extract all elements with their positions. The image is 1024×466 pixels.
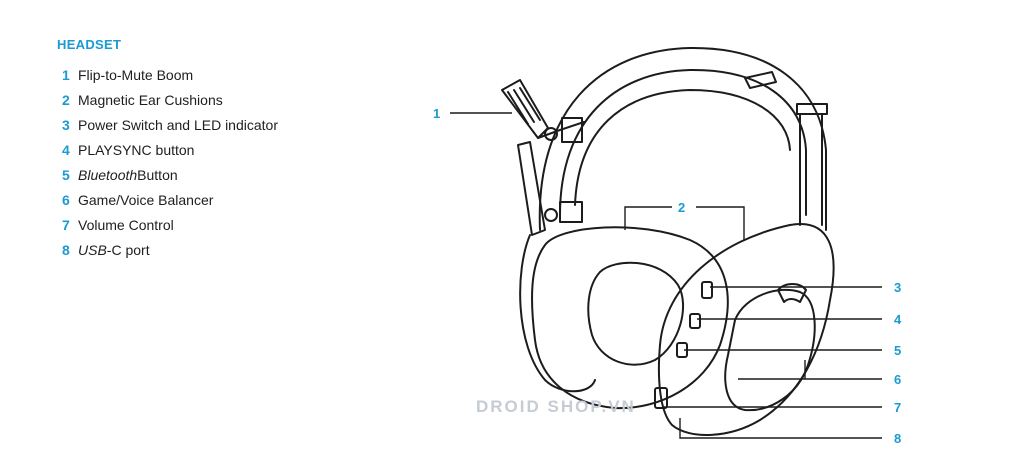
boom-pivot — [561, 117, 583, 143]
boom-mic-grille — [519, 87, 541, 121]
left-hinge-block — [559, 201, 583, 223]
right-slider-cap — [796, 103, 828, 115]
leader-8 — [679, 418, 882, 439]
legend-label: Button — [137, 166, 178, 183]
watermark: DROID SHOP.VN — [476, 397, 636, 416]
legend-number: 2 — [62, 91, 70, 108]
callout-numbers: 1 2 3 4 5 6 7 8 — [433, 106, 902, 446]
legend-item: 1 Flip-to-Mute Boom — [62, 62, 278, 87]
leader-2a — [624, 206, 672, 230]
legend-label: PLAYSYNC button — [78, 141, 195, 158]
boom-mic-grille — [507, 91, 529, 125]
headband-inner — [559, 68, 807, 216]
legend-number: 4 — [62, 141, 70, 158]
left-cushion-opening — [587, 261, 685, 366]
legend-item: 6 Game/Voice Balancer — [62, 187, 278, 212]
callout-leaders — [450, 112, 882, 439]
legend-label-italic: USB — [78, 241, 107, 258]
left-cup-back — [519, 234, 596, 393]
legend-number: 6 — [62, 191, 70, 208]
legend-label: Volume Control — [78, 216, 174, 233]
callout-4: 4 — [894, 312, 902, 327]
callout-5: 5 — [894, 343, 901, 358]
callout-3: 3 — [894, 280, 901, 295]
legend-item: 5 Bluetooth Button — [62, 162, 278, 187]
callout-7: 7 — [894, 400, 901, 415]
legend-number: 8 — [62, 241, 70, 258]
legend-item: 4 PLAYSYNC button — [62, 137, 278, 162]
right-ear-cup — [657, 223, 835, 436]
legend-number: 5 — [62, 166, 70, 183]
callout-2: 2 — [678, 200, 685, 215]
legend-item: 2 Magnetic Ear Cushions — [62, 87, 278, 112]
legend-label: Game/Voice Balancer — [78, 191, 214, 208]
callout-8: 8 — [894, 431, 901, 446]
left-ear-cushion — [531, 226, 729, 410]
legend-label-italic: Bluetooth — [78, 166, 138, 183]
headset-illustration — [501, 46, 835, 436]
boom-hinge — [544, 127, 558, 141]
legend-label: Flip-to-Mute Boom — [78, 66, 194, 83]
parts-legend: 1 Flip-to-Mute Boom 2 Magnetic Ear Cushion… — [62, 62, 278, 262]
legend-label: Power Switch and LED indicator — [78, 116, 278, 133]
legend-item: 7 Volume Control — [62, 212, 278, 237]
leader-2b — [696, 206, 745, 240]
legend-number: 7 — [62, 216, 70, 233]
right-cup-hinge — [777, 283, 807, 303]
callout-6: 6 — [894, 372, 901, 387]
power-switch — [701, 281, 713, 299]
headband-detail — [744, 71, 777, 89]
section-heading: HEADSET — [57, 37, 122, 52]
legend-item: 3 Power Switch and LED indicator — [62, 112, 278, 137]
legend-number: 3 — [62, 116, 70, 133]
legend-label: Magnetic Ear Cushions — [78, 91, 223, 108]
left-hinge — [544, 208, 558, 222]
left-arm — [517, 141, 546, 236]
legend-label: -C port — [106, 241, 150, 258]
legend-item: 8 USB-C port — [62, 237, 278, 262]
boom-mic-grille — [513, 89, 535, 123]
playsync-button — [689, 313, 701, 329]
volume-wheel — [654, 387, 668, 409]
callout-1: 1 — [433, 106, 440, 121]
legend-number: 1 — [62, 66, 70, 83]
headband-strap — [574, 89, 791, 206]
